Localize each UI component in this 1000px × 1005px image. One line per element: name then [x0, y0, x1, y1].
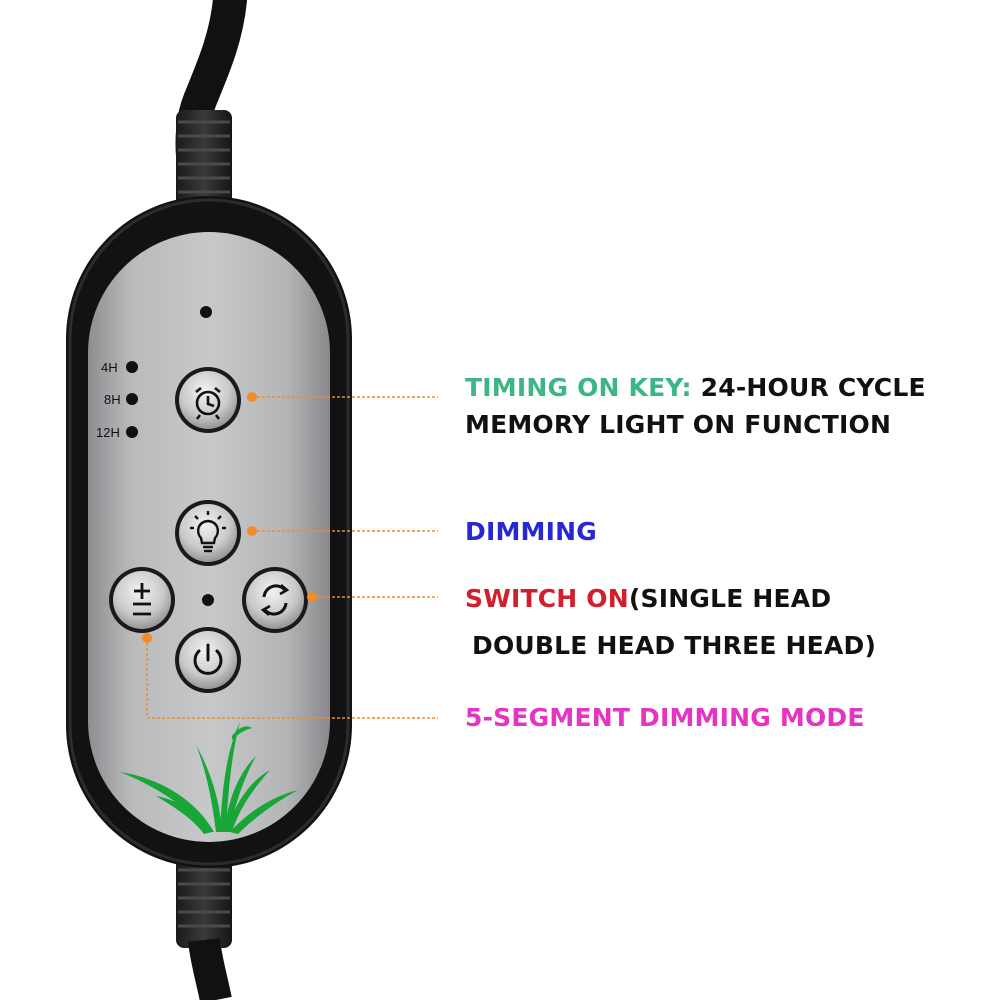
- top-indicator-led: [200, 306, 212, 318]
- dimming-leader-dot: [247, 526, 257, 536]
- switch-callout-line1: SWITCH ON(SINGLE HEAD: [465, 584, 831, 613]
- cycle-arrows-icon: [260, 584, 290, 616]
- timing-leader-dot: [247, 392, 257, 402]
- dimming-button[interactable]: [175, 500, 241, 566]
- timing-callout-line1: TIMING ON KEY: 24-HOUR CYCLE: [465, 373, 926, 402]
- timer-level-8h: 8H: [104, 392, 121, 407]
- plant-logo: [120, 722, 298, 834]
- timer-level-4h: 4H: [101, 360, 118, 375]
- leader-lines: [146, 396, 438, 719]
- timer-level-indicators: 4H 8H 12H: [96, 360, 138, 440]
- switch-button[interactable]: [242, 567, 308, 633]
- plus-minus-icon: [133, 583, 151, 616]
- power-icon: [193, 643, 223, 675]
- switch-leader-dot: [307, 592, 317, 602]
- power-button[interactable]: [175, 627, 241, 693]
- level-button[interactable]: [109, 567, 175, 633]
- leader-dots: [142, 392, 317, 643]
- switch-heads-text: (SINGLE HEAD: [628, 584, 832, 613]
- timing-cycle-text: 24-HOUR CYCLE: [700, 373, 926, 402]
- timer-button[interactable]: [175, 367, 241, 433]
- segment-leader-line: [146, 638, 438, 719]
- dimming-callout: DIMMING: [465, 517, 597, 546]
- bottom-cable: [176, 856, 232, 1004]
- segment-callout: 5-SEGMENT DIMMING MODE: [465, 703, 865, 732]
- top-cable: [175, 0, 247, 210]
- switch-key-label: SWITCH ON: [465, 584, 629, 613]
- timer-level-12h: 12H: [96, 425, 120, 440]
- center-indicator-led: [202, 594, 214, 606]
- timing-callout-line2: MEMORY LIGHT ON FUNCTION: [465, 410, 892, 439]
- alarm-clock-icon: [195, 386, 221, 420]
- segment-leader-dot: [142, 633, 152, 643]
- timing-key-label: TIMING ON KEY:: [465, 373, 692, 402]
- switch-callout-line2: DOUBLE HEAD THREE HEAD): [472, 631, 877, 660]
- light-bulb-icon: [190, 511, 226, 553]
